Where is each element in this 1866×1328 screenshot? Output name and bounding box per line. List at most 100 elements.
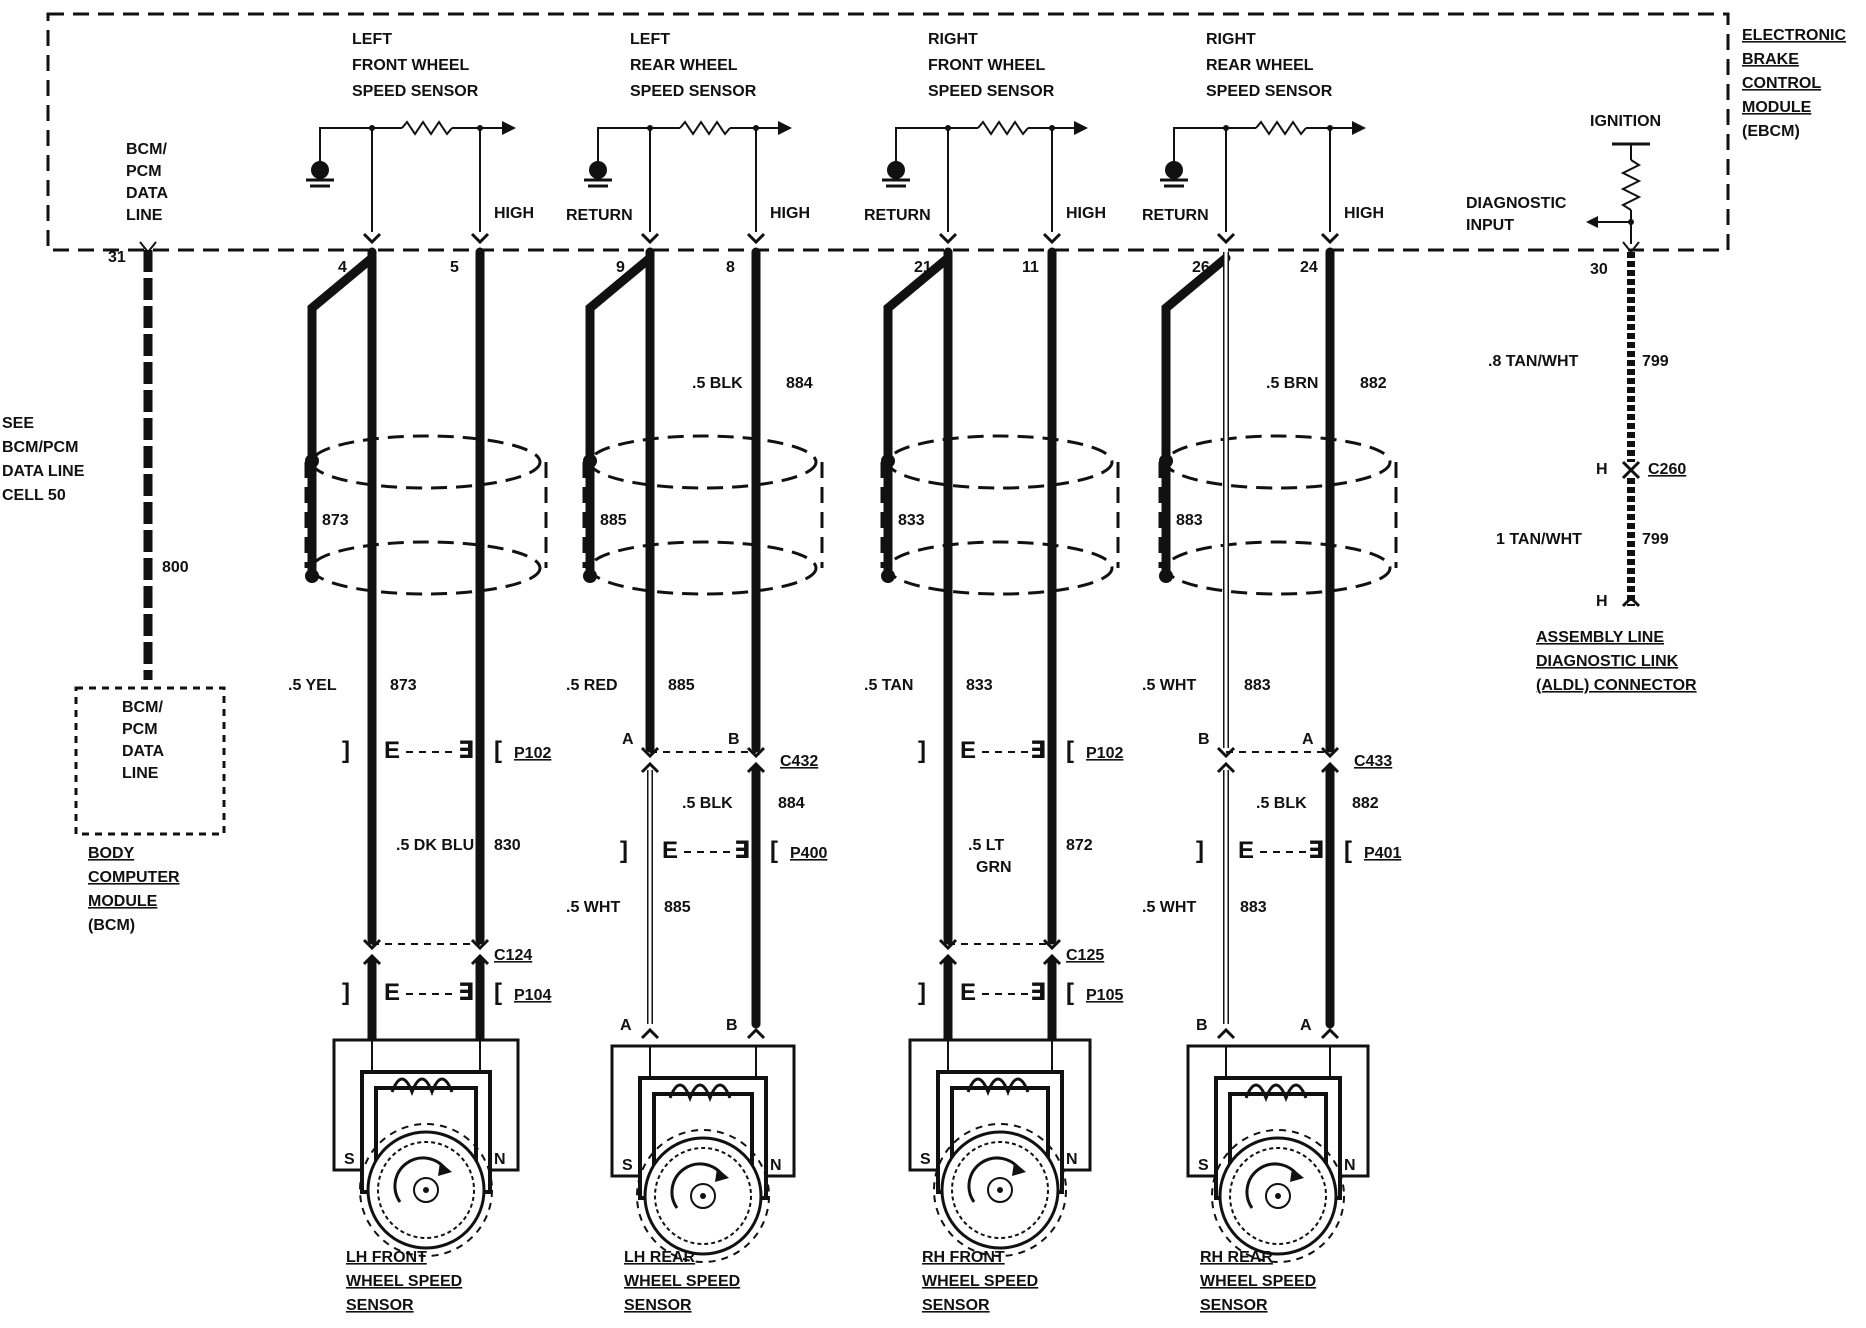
shield-ellipse	[1164, 434, 1392, 490]
sensor-coil-icon	[1244, 1083, 1308, 1103]
tone-wheel-hub	[1265, 1183, 1291, 1209]
sensor-caption: WHEEL SPEED	[624, 1273, 740, 1290]
return-label: RETURN	[566, 207, 633, 224]
aldl-caption-line: DIAGNOSTIC LINK	[1536, 653, 1679, 670]
connector-glyph: [	[494, 737, 502, 764]
connector-label: P105	[1086, 987, 1123, 1004]
resistor-icon	[977, 120, 1029, 136]
internal-trace	[319, 127, 402, 175]
connector-label: C125	[1066, 947, 1104, 964]
pole-north-label: N	[494, 1151, 506, 1168]
ebcm-title-line: MODULE	[1742, 99, 1812, 116]
circuit-label: 882	[1352, 795, 1379, 812]
bcm-wire-circuit: 800	[162, 559, 189, 576]
wire-label: .5 BLK	[692, 375, 743, 392]
ebcm-title-line: ELECTRONIC	[1742, 27, 1846, 44]
wire-label: .5 BLK	[1256, 795, 1307, 812]
c260-connector: C260	[1648, 461, 1686, 478]
junction	[753, 125, 759, 131]
bcm-pcm-label-line: LINE	[126, 207, 163, 224]
connector-glyph: ]	[918, 737, 926, 764]
ebcm-boundary	[46, 12, 1730, 252]
connector-label: P102	[1086, 745, 1123, 762]
sensor-coil-icon	[966, 1077, 1030, 1097]
aldl-lower-wire: 1 TAN/WHT	[1496, 531, 1582, 548]
shield-drain-wire	[883, 253, 953, 581]
connector-label: C433	[1354, 753, 1392, 770]
connector-glyph: E	[662, 837, 678, 864]
shield-circuit: 883	[1176, 512, 1203, 529]
connector-fork	[640, 232, 660, 245]
sensor-top-label: SPEED SENSOR	[1206, 83, 1333, 100]
bcm-pcm-label-line: DATA	[126, 185, 169, 202]
junction	[583, 454, 597, 468]
connector-label: P104	[514, 987, 551, 1004]
connector-glyph: ]	[1196, 837, 1204, 864]
connector-glyph: E	[384, 979, 400, 1006]
wire-label: .5 BLK	[682, 795, 733, 812]
connector-fork	[640, 746, 660, 759]
tone-wheel-teeth	[377, 1141, 475, 1239]
circuit-label: 833	[966, 677, 993, 694]
wire-label: .5 TAN	[864, 677, 913, 694]
shield-circuit: 885	[600, 512, 627, 529]
sensor-caption: WHEEL SPEED	[346, 1273, 462, 1290]
rotation-arrow-icon	[1012, 1162, 1026, 1176]
high-label: HIGH	[1066, 205, 1106, 222]
connector-fork	[1320, 746, 1340, 759]
junction	[1049, 125, 1055, 131]
aldl-upper-circuit: 799	[1642, 353, 1669, 370]
bcm-pcm-data-line-label: BCM/ PCM DATA LINE	[126, 141, 169, 224]
connector-fork	[746, 746, 766, 759]
connector-glyph: ∃	[1030, 737, 1046, 764]
pole-south-label: S	[622, 1157, 633, 1174]
see-note-line: SEE	[2, 415, 34, 432]
junction	[477, 125, 483, 131]
sensor-caption: RH REAR	[1200, 1249, 1273, 1266]
sensor-top-label: FRONT WHEEL	[352, 57, 470, 74]
sensor-caption: SENSOR	[922, 1297, 990, 1314]
tone-wheel-outline	[636, 1129, 770, 1263]
tone-wheel-teeth	[951, 1141, 1049, 1239]
diagnostic-input-line: INPUT	[1466, 217, 1514, 234]
shield-ellipse	[310, 434, 542, 490]
connector-fork	[1320, 232, 1340, 245]
bcm-caption-line: (BCM)	[88, 917, 135, 934]
pin-letter: A	[1300, 1017, 1312, 1034]
pin-number: 4	[338, 259, 347, 276]
pole-south-label: S	[920, 1151, 931, 1168]
pole-north-label: N	[1066, 1151, 1078, 1168]
connector-fork	[362, 232, 382, 245]
connector-glyph: [	[1066, 979, 1074, 1006]
internal-trace	[597, 127, 680, 175]
tone-wheel-outline	[1211, 1129, 1345, 1263]
connector-label: P102	[514, 745, 551, 762]
resistor-icon	[1255, 120, 1307, 136]
connector-fork	[362, 953, 382, 966]
tone-wheel-axle	[1275, 1193, 1281, 1199]
wire-label: .5 BRN	[1266, 375, 1318, 392]
connector-fork	[746, 1027, 766, 1040]
connector-glyph: [	[494, 979, 502, 1006]
see-note: SEE BCM/PCM DATA LINE CELL 50	[2, 415, 85, 504]
connector-glyph: [	[770, 837, 778, 864]
connector-fork	[746, 232, 766, 245]
circuit-label: 884	[778, 795, 805, 812]
connector-fork	[1216, 1027, 1236, 1040]
wire-label: .5 WHT	[1142, 899, 1196, 916]
wire-label: .5 RED	[566, 677, 618, 694]
ground-icon	[589, 161, 607, 179]
wire-label: .5 WHT	[1142, 677, 1196, 694]
sensor-caption: SENSOR	[346, 1297, 414, 1314]
arrow-icon	[1074, 121, 1088, 135]
junction	[305, 454, 319, 468]
wire-label: .5 WHT	[566, 899, 620, 916]
connector-glyph: ∃	[1030, 979, 1046, 1006]
connector-label: C432	[780, 753, 818, 770]
connector-fork	[470, 232, 490, 245]
tone-wheel-outline	[359, 1123, 493, 1257]
connector-fork	[938, 938, 958, 951]
tone-wheel-axle	[997, 1187, 1003, 1193]
